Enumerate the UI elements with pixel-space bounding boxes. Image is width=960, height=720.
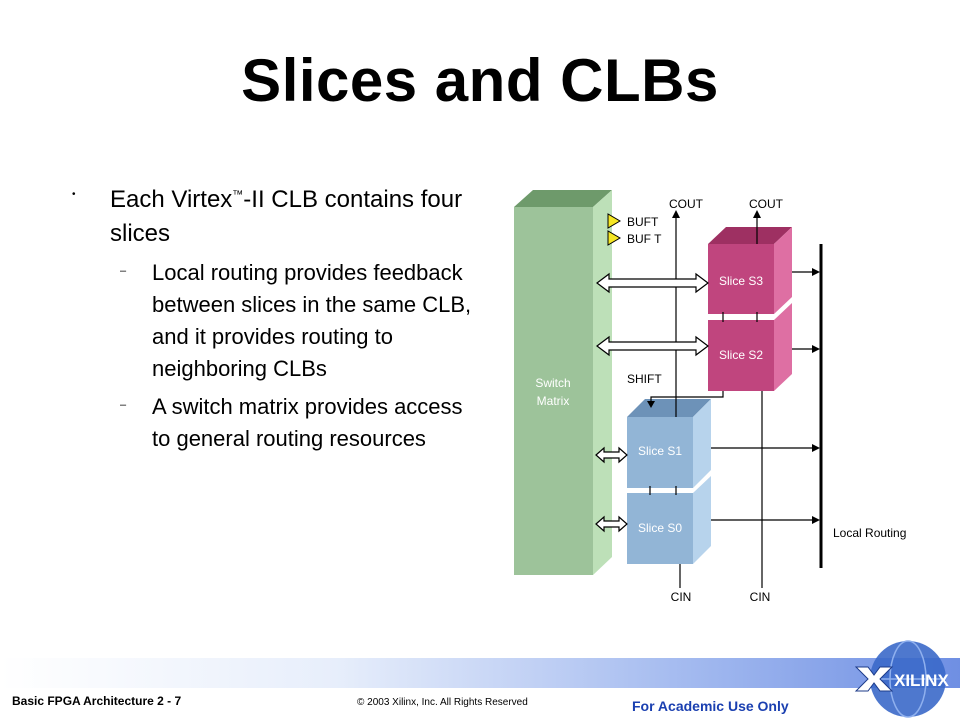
buft-triangle-2-icon xyxy=(607,230,621,246)
slice-s2: Slice S2 xyxy=(708,303,792,391)
buft-label-1: BUFT xyxy=(627,215,659,229)
bullet-text-part2: -II CLB contains four slices xyxy=(110,186,463,247)
shift-label: SHIFT xyxy=(627,372,662,386)
switch-matrix-top xyxy=(514,190,612,207)
footer-course-label: Basic FPGA Architecture 2 - 7 xyxy=(12,694,182,708)
bullet-list: • Each Virtex™-II CLB contains four slic… xyxy=(72,178,482,455)
arrowhead-s1 xyxy=(812,444,820,452)
slice-s3-top xyxy=(708,227,792,244)
double-arrow-s3-icon xyxy=(596,272,709,294)
slice-s1-side xyxy=(693,399,711,488)
switch-matrix-label-1: Switch xyxy=(535,376,570,390)
cout-right-arrow-icon xyxy=(753,210,761,218)
slice-s2-side xyxy=(774,303,792,391)
arrowhead-s3 xyxy=(812,268,820,276)
slice-s3-face xyxy=(708,244,774,314)
dash-icon: – xyxy=(120,399,127,411)
cout-left-arrow-icon xyxy=(672,210,680,218)
slice-s0-side xyxy=(693,476,711,564)
slice-s3-label: Slice S3 xyxy=(719,274,763,288)
cin-right-label: CIN xyxy=(750,590,771,604)
shift-line xyxy=(650,391,724,402)
slice-s1-face xyxy=(627,417,693,488)
buft-triangle-1-icon xyxy=(607,213,621,229)
local-routing-arrowheads xyxy=(812,268,820,524)
logo-x-mark-icon xyxy=(854,666,894,692)
footer-academic-use: For Academic Use Only xyxy=(632,698,789,714)
xilinx-logo: XILINX xyxy=(854,640,949,718)
carry-chain-right xyxy=(722,214,763,588)
logo-wordmark: XILINX xyxy=(894,671,949,690)
slice-s2-label: Slice S2 xyxy=(719,348,763,362)
local-routing-label: Local Routing xyxy=(833,526,906,540)
slide-title: Slices and CLBs xyxy=(241,47,719,114)
trademark-symbol: ™ xyxy=(232,189,244,201)
sub-bullet-local-routing: – Local routing provides feedback betwee… xyxy=(72,257,482,385)
switch-matrix-label-2: Matrix xyxy=(537,394,570,408)
cin-left-label: CIN xyxy=(671,590,692,604)
switch-matrix-side xyxy=(593,190,612,575)
switch-matrix: Switch Matrix xyxy=(514,190,612,575)
slice-s1-label: Slice S1 xyxy=(638,444,682,458)
footer-copyright: © 2003 Xilinx, Inc. All Rights Reserved xyxy=(357,697,528,708)
sub-bullet-text: Local routing provides feedback between … xyxy=(152,260,472,381)
double-arrow-s1-icon xyxy=(595,446,628,464)
bullet-dot-icon: • xyxy=(72,189,76,200)
dash-icon: – xyxy=(120,265,127,277)
sub-bullet-switch-matrix: – A switch matrix provides access to gen… xyxy=(72,391,482,455)
slice-s3-side xyxy=(774,227,792,314)
slice-s2-face xyxy=(708,320,774,391)
slice-s1-top xyxy=(627,399,711,417)
bullet-level1: • Each Virtex™-II CLB contains four slic… xyxy=(72,178,482,251)
switch-matrix-face xyxy=(514,207,593,575)
buft-label-2: BUF T xyxy=(627,232,662,246)
double-arrow-s2-icon xyxy=(596,335,709,357)
double-arrow-s0-icon xyxy=(595,515,628,533)
slice-s1: Slice S1 xyxy=(627,399,711,488)
slice-s0-face xyxy=(627,493,693,564)
switch-to-slice-arrows xyxy=(595,272,709,533)
arrowhead-s0 xyxy=(812,516,820,524)
slice-s3: Slice S3 xyxy=(708,227,792,314)
slice-s0-label: Slice S0 xyxy=(638,521,682,535)
carry-chain-left xyxy=(649,214,681,588)
cout-left-label: COUT xyxy=(669,197,704,211)
sub-bullet-text: A switch matrix provides access to gener… xyxy=(152,394,463,451)
bullet-text-part1: Each Virtex xyxy=(110,186,233,213)
arrowhead-s2 xyxy=(812,345,820,353)
slice-s0: Slice S0 xyxy=(627,476,711,564)
shift-arrow-icon xyxy=(647,401,655,408)
footer-gradient-bar xyxy=(0,658,960,688)
cout-right-label: COUT xyxy=(749,197,784,211)
